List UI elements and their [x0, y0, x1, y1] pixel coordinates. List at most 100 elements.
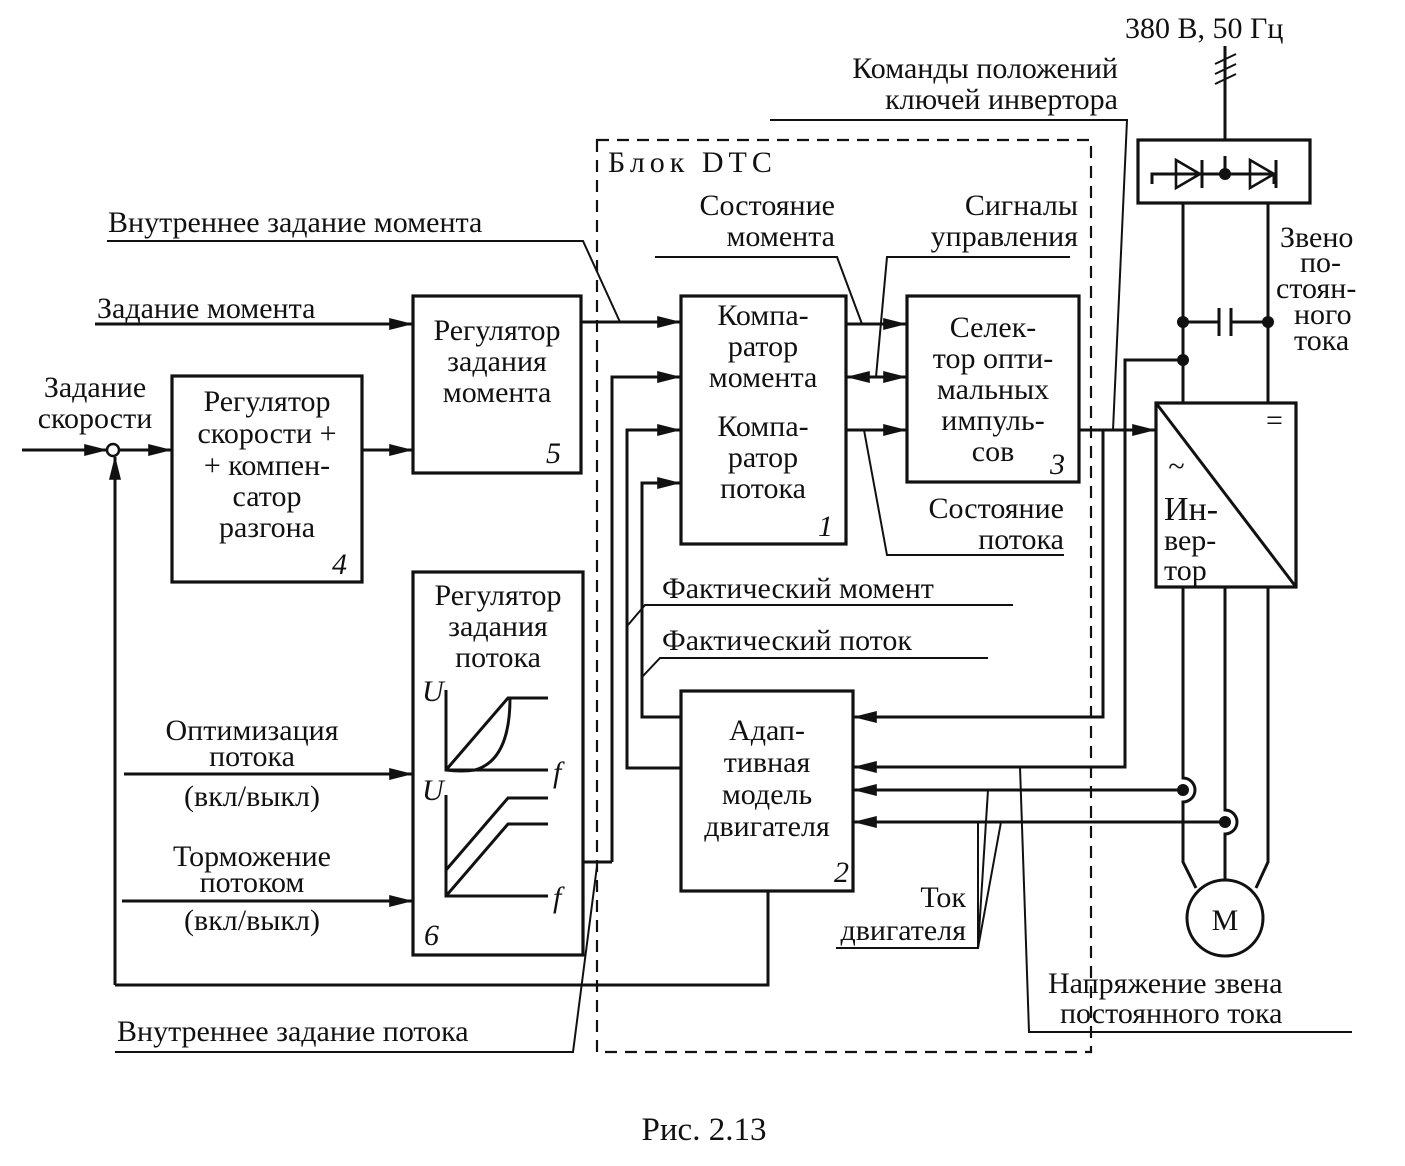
- switch-state-feedback-wire: [852, 430, 1105, 723]
- adaptive-model-number: 2: [834, 856, 849, 889]
- dc-link-label: Звено: [1280, 221, 1353, 254]
- inverter-line: вер-: [1164, 524, 1216, 557]
- diode-icon: [1248, 157, 1277, 191]
- dc-link-label: ного: [1294, 298, 1352, 331]
- dc-link: Звено по- стоян- ного тока: [1177, 203, 1356, 403]
- internal-flux-ref: Внутреннее задание потока: [115, 865, 598, 1053]
- adaptive-model-block: Адап- тивная модель двигателя 2: [679, 689, 855, 893]
- flux-ref-controller-line: потока: [455, 641, 541, 674]
- flux-ref-controller-line: задания: [448, 610, 548, 643]
- inverter-line: тор: [1164, 554, 1207, 587]
- dc-link-label: тока: [1294, 324, 1349, 357]
- motor-label: M: [1212, 904, 1239, 937]
- u-f-curve-optimized: U f: [422, 675, 565, 789]
- flux-comparator-line: Компа-: [717, 410, 808, 443]
- dc-link-label: стоян-: [1276, 272, 1356, 305]
- torque-ref-label: Задание момента: [97, 292, 315, 325]
- torque-state-label: момента: [726, 220, 835, 253]
- pulse-selector-line: мальных: [937, 373, 1049, 406]
- motor-current-label: Ток: [920, 881, 966, 914]
- supply-label: 380 В, 50 Гц: [1125, 12, 1283, 45]
- ac-symbol: ~: [1168, 450, 1184, 483]
- internal-torque-ref: Внутреннее задание момента: [107, 206, 621, 323]
- motor: M: [1185, 878, 1265, 958]
- dc-link-voltage-label: постоянного тока: [1060, 997, 1282, 1030]
- flux-braking-label: (вкл/выкл): [184, 904, 320, 937]
- torque-ref-controller-line: момента: [443, 376, 552, 409]
- actual-torque-label: Фактический момент: [662, 572, 934, 605]
- actual-torque-wire: [625, 424, 682, 770]
- axis-f-label: f: [553, 881, 565, 914]
- figure-caption: Рис. 2.13: [642, 1112, 767, 1148]
- dc-link-voltage-label: Напряжение звена: [1048, 967, 1283, 1000]
- pulse-selector-block: Селек- тор опти- мальных импуль- сов 3: [905, 294, 1081, 484]
- control-signals-label: Сигналы: [965, 189, 1078, 222]
- flux-ref-controller-block: Регулятор задания потока U f U f 6: [411, 570, 585, 957]
- flux-comparator-line: потока: [720, 472, 806, 505]
- dc-symbol: =: [1266, 404, 1283, 437]
- pulse-selector-line: Селек-: [950, 311, 1037, 344]
- control-signals-label-group: Сигналы управления: [875, 189, 1079, 378]
- adaptive-model-line: тивная: [724, 746, 811, 779]
- axis-u-label: U: [422, 675, 446, 708]
- dc-link-voltage-label-group: Напряжение звена постоянного тока: [1019, 766, 1352, 1033]
- control-signals-label: управления: [931, 220, 1079, 253]
- actual-torque-label-group: Фактический момент: [627, 572, 1013, 626]
- internal-flux-ref-label: Внутреннее задание потока: [117, 1015, 469, 1048]
- flux-ref-controller-line: Регулятор: [434, 579, 561, 612]
- actual-flux-label: Фактический поток: [662, 624, 912, 657]
- flux-optimization-label: Оптимизация: [166, 714, 339, 747]
- flux-comparator-line: ратор: [728, 441, 798, 474]
- torque-state-label: Состояние: [700, 189, 835, 222]
- summing-junction: [105, 442, 121, 458]
- torque-ref-controller-line: задания: [447, 345, 547, 378]
- internal-torque-ref-label: Внутреннее задание момента: [108, 206, 482, 239]
- rectifier-block: [1136, 138, 1312, 205]
- torque-ref-controller-block: Регулятор задания момента 5: [411, 294, 583, 475]
- comparator-number: 1: [818, 510, 833, 543]
- torque-comparator-line: Компа-: [717, 299, 808, 332]
- adaptive-model-line: двигателя: [704, 810, 830, 843]
- dtc-block-boundary: [595, 138, 1093, 1054]
- pulse-selector-number: 3: [1049, 448, 1065, 481]
- torque-ref-controller-line: Регулятор: [433, 314, 560, 347]
- dc-link-label: по-: [1300, 246, 1341, 279]
- flux-ref-controller-number: 6: [424, 919, 439, 952]
- flux-state-label: потока: [978, 523, 1064, 556]
- diode-icon: [1174, 157, 1203, 191]
- adaptive-model-line: модель: [722, 778, 812, 811]
- inverter-line: Ин-: [1164, 491, 1218, 528]
- pulse-selector-line: сов: [972, 435, 1014, 468]
- flux-optimization-label: потока: [209, 740, 295, 773]
- pulse-selector-line: импуль-: [941, 404, 1044, 437]
- comparator-block: Компа- ратор момента Компа- ратор потока…: [679, 294, 848, 546]
- speed-ref-label: Задание: [44, 371, 146, 404]
- speed-ref-label: скорости: [38, 402, 153, 435]
- motor-current-label-group: Ток двигателя: [836, 789, 1002, 949]
- speed-controller-line: Регулятор: [203, 385, 330, 418]
- speed-feedback-wire: [115, 891, 770, 987]
- flux-state-label: Состояние: [929, 492, 1064, 525]
- flux-optimization-input: Оптимизация потока (вкл/выкл): [124, 714, 414, 813]
- torque-ref-input: Задание момента: [95, 292, 414, 330]
- speed-controller-line: скорости +: [197, 417, 336, 450]
- torque-ref-controller-number: 5: [546, 437, 561, 470]
- speed-controller-line: + компен-: [204, 449, 330, 482]
- flux-braking-input: Торможение потоком (вкл/выкл): [122, 840, 414, 937]
- flux-optimization-label: (вкл/выкл): [184, 780, 320, 813]
- dc-voltage-feedback-wire: [852, 358, 1183, 773]
- speed-controller-line: разгона: [219, 511, 315, 544]
- motor-phases: [1177, 587, 1270, 889]
- torque-comparator-line: ратор: [728, 330, 798, 363]
- switch-commands-label: Команды положений: [852, 52, 1118, 85]
- speed-controller-line: сатор: [233, 480, 302, 513]
- pulse-selector-line: тор опти-: [933, 342, 1053, 375]
- motor-current-label: двигателя: [840, 914, 966, 947]
- torque-comparator-line: момента: [709, 361, 818, 394]
- dtc-block-label: Блок DTC: [608, 146, 777, 179]
- switch-commands-label-group: Команды положений ключей инвертора: [770, 52, 1129, 431]
- speed-controller-number: 4: [332, 548, 347, 581]
- switch-commands-label: ключей инвертора: [885, 83, 1118, 116]
- axis-u-label: U: [422, 774, 446, 807]
- axis-f-label: f: [553, 756, 565, 789]
